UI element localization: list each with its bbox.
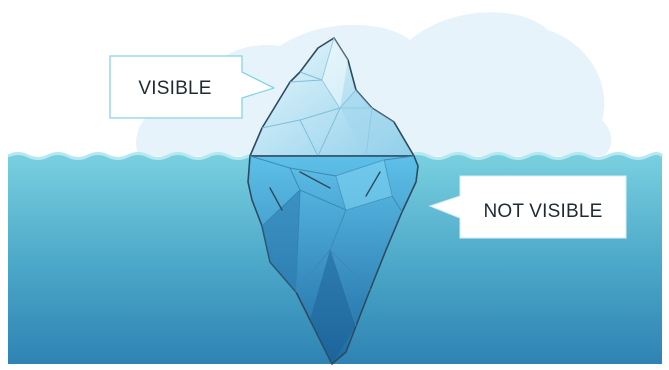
not-visible-label: NOT VISIBLE — [460, 202, 626, 221]
visible-label: VISIBLE — [110, 79, 240, 98]
